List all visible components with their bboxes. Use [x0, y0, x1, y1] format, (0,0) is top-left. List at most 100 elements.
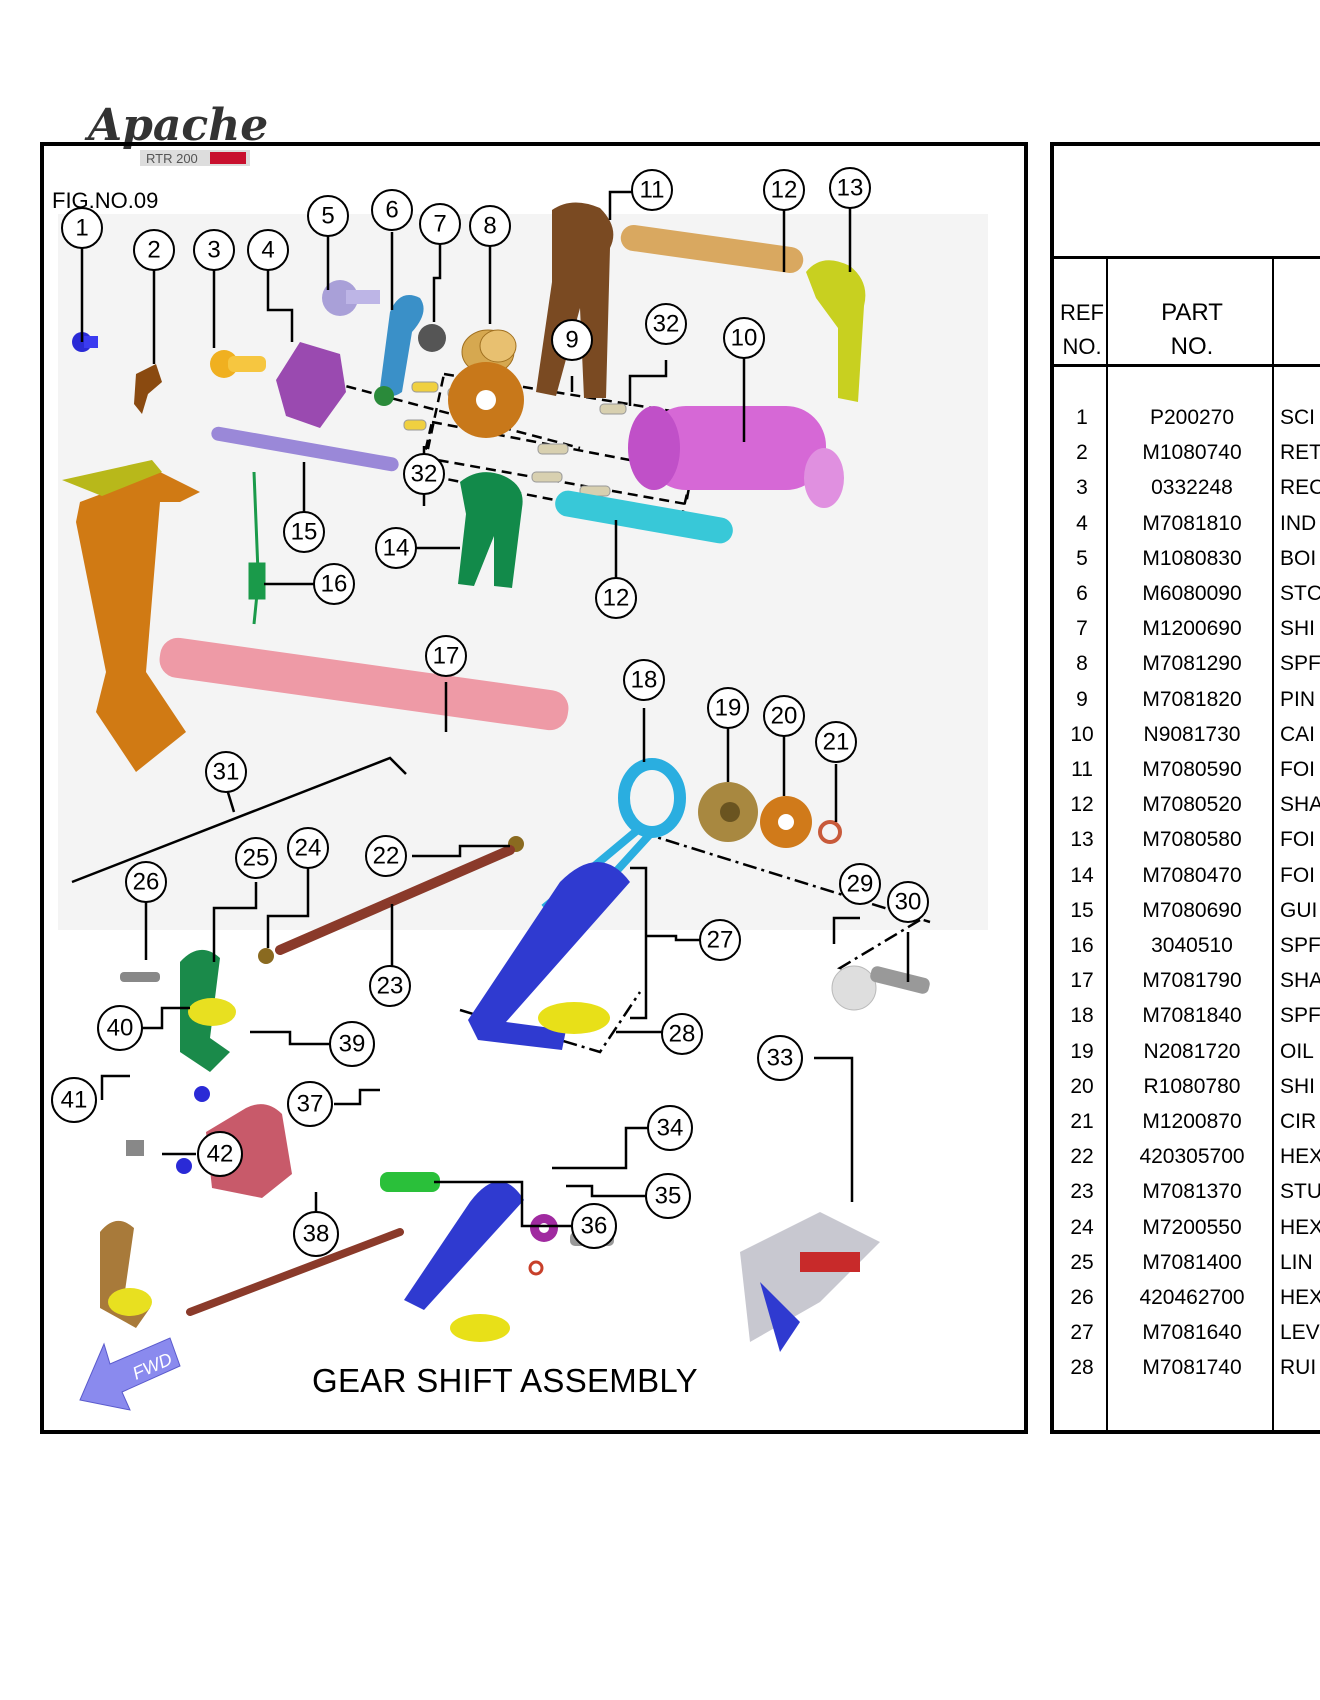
table-cell-ref: 17 [1070, 969, 1094, 993]
svg-text:42: 42 [207, 1141, 234, 1168]
leader-lines [71, 190, 910, 1232]
table-cell-part: 420305700 [1139, 1145, 1245, 1169]
svg-text:2: 2 [147, 237, 160, 264]
part-12-shaft-lower [555, 490, 733, 544]
table-cell-ref: 7 [1076, 617, 1088, 641]
table-cell-desc: SPF [1280, 934, 1320, 957]
part-19-oil-seal [698, 782, 758, 842]
part-37-joint [380, 1172, 440, 1192]
callout-13: 13 [829, 167, 871, 209]
callout-24: 24 [287, 827, 329, 869]
callout-18: 18 [623, 659, 665, 701]
table-cell-part: M7080580 [1142, 828, 1242, 852]
svg-text:10: 10 [731, 325, 758, 352]
svg-text:3: 3 [207, 237, 220, 264]
svg-text:26: 26 [133, 869, 160, 896]
table-cell-desc: LEV [1280, 1321, 1320, 1345]
svg-text:30: 30 [895, 889, 922, 916]
callout-32-lower: 32 [403, 453, 445, 495]
svg-text:21: 21 [823, 729, 850, 756]
table-cell-desc: BOI [1280, 546, 1317, 570]
part-1-screw [72, 332, 98, 352]
callout-14: 14 [375, 527, 417, 569]
table-cell-part: 3040510 [1151, 934, 1233, 957]
table-cell-ref: 28 [1070, 1356, 1094, 1380]
table-cell-ref: 8 [1076, 652, 1088, 676]
part-20-shim [760, 796, 812, 848]
table-cell-part: M1200870 [1142, 1110, 1242, 1133]
svg-text:16: 16 [321, 571, 348, 598]
table-cell-ref: 20 [1070, 1074, 1094, 1098]
callout-19: 19 [707, 687, 749, 729]
table-cell-part: N9081730 [1143, 722, 1241, 746]
table-cell-part: M1080740 [1142, 441, 1242, 465]
table-cell-part: M7081840 [1142, 1004, 1242, 1028]
callout-8: 8 [469, 205, 511, 247]
svg-text:22: 22 [373, 843, 400, 870]
svg-text:19: 19 [715, 695, 742, 722]
table-cell-part: M7081640 [1142, 1321, 1242, 1345]
svg-text:9: 9 [565, 327, 578, 354]
svg-text:25: 25 [243, 845, 270, 872]
callout-30: 30 [887, 881, 929, 923]
svg-text:6: 6 [385, 197, 398, 224]
table-cell-desc: STU [1280, 1180, 1320, 1204]
callout-32-upper: 32 [645, 303, 687, 345]
table-header-bottom-rule [1054, 364, 1320, 367]
table-header-part-line2: NO. [1170, 333, 1214, 360]
part-24-nut [258, 948, 274, 964]
svg-text:7: 7 [433, 211, 446, 238]
apache-logo: Apache RTR 200 [80, 100, 320, 180]
table-cell-part: M7081810 [1142, 511, 1242, 535]
table-cell-part: M7080690 [1142, 898, 1242, 922]
callout-23: 23 [369, 965, 411, 1007]
part-16-spring [248, 471, 266, 625]
callout-27: 27 [699, 919, 741, 961]
table-cell-desc: STC [1280, 582, 1320, 605]
part-6-stopper [380, 295, 424, 397]
table-header-ref: REF NO. [1054, 296, 1110, 364]
svg-text:12: 12 [603, 585, 630, 612]
table-cell-part: M7080470 [1142, 863, 1242, 887]
table-cell-ref: 19 [1070, 1039, 1094, 1063]
part-12-shaft-upper [620, 225, 804, 273]
table-cell-ref: 14 [1070, 863, 1094, 887]
table-cell-ref: 1 [1076, 406, 1088, 429]
part-13-fork [806, 260, 866, 402]
svg-text:20: 20 [771, 703, 798, 730]
part-38-rod [186, 1228, 404, 1316]
table-cell-desc: GUI [1280, 898, 1318, 922]
callout-1: 1 [61, 207, 103, 249]
table-cell-desc: FOI [1280, 863, 1315, 887]
callout-4: 4 [247, 229, 289, 271]
svg-text:34: 34 [657, 1115, 684, 1142]
table-cell-ref: 21 [1070, 1110, 1094, 1133]
table-col-divider-1 [1106, 258, 1108, 1430]
table-cell-part: M7081370 [1142, 1180, 1242, 1204]
svg-text:35: 35 [655, 1183, 682, 1210]
exploded-diagram: FWD 1 2 3 4 5 6 7 8 9 10 11 12 13 32 32 … [51, 167, 988, 1411]
part-17-shaft-lever [62, 460, 569, 772]
part-14-fork [458, 472, 523, 588]
table-cell-part: M7081740 [1142, 1356, 1242, 1380]
callout-35: 35 [645, 1173, 691, 1219]
table-cell-ref: 10 [1070, 722, 1094, 746]
svg-text:27: 27 [707, 927, 734, 954]
part-6-roller [374, 386, 394, 406]
table-cell-desc: SHA [1280, 793, 1320, 817]
callout-20: 20 [763, 695, 805, 737]
table-cell-part: 420462700 [1139, 1286, 1245, 1309]
callout-31: 31 [205, 751, 247, 793]
callout-25: 25 [235, 837, 277, 879]
table-cell-ref: 16 [1070, 934, 1094, 957]
part-21-circlip [818, 820, 842, 844]
table-cell-ref: 9 [1076, 687, 1088, 711]
table-cell-desc: SHI [1280, 1074, 1316, 1098]
table-cell-part: M7081290 [1142, 652, 1242, 676]
callout-33: 33 [757, 1035, 803, 1081]
svg-text:13: 13 [837, 175, 864, 202]
callout-22: 22 [365, 835, 407, 877]
part-27-lever [468, 862, 630, 1050]
table-cell-desc: RET [1280, 441, 1320, 465]
